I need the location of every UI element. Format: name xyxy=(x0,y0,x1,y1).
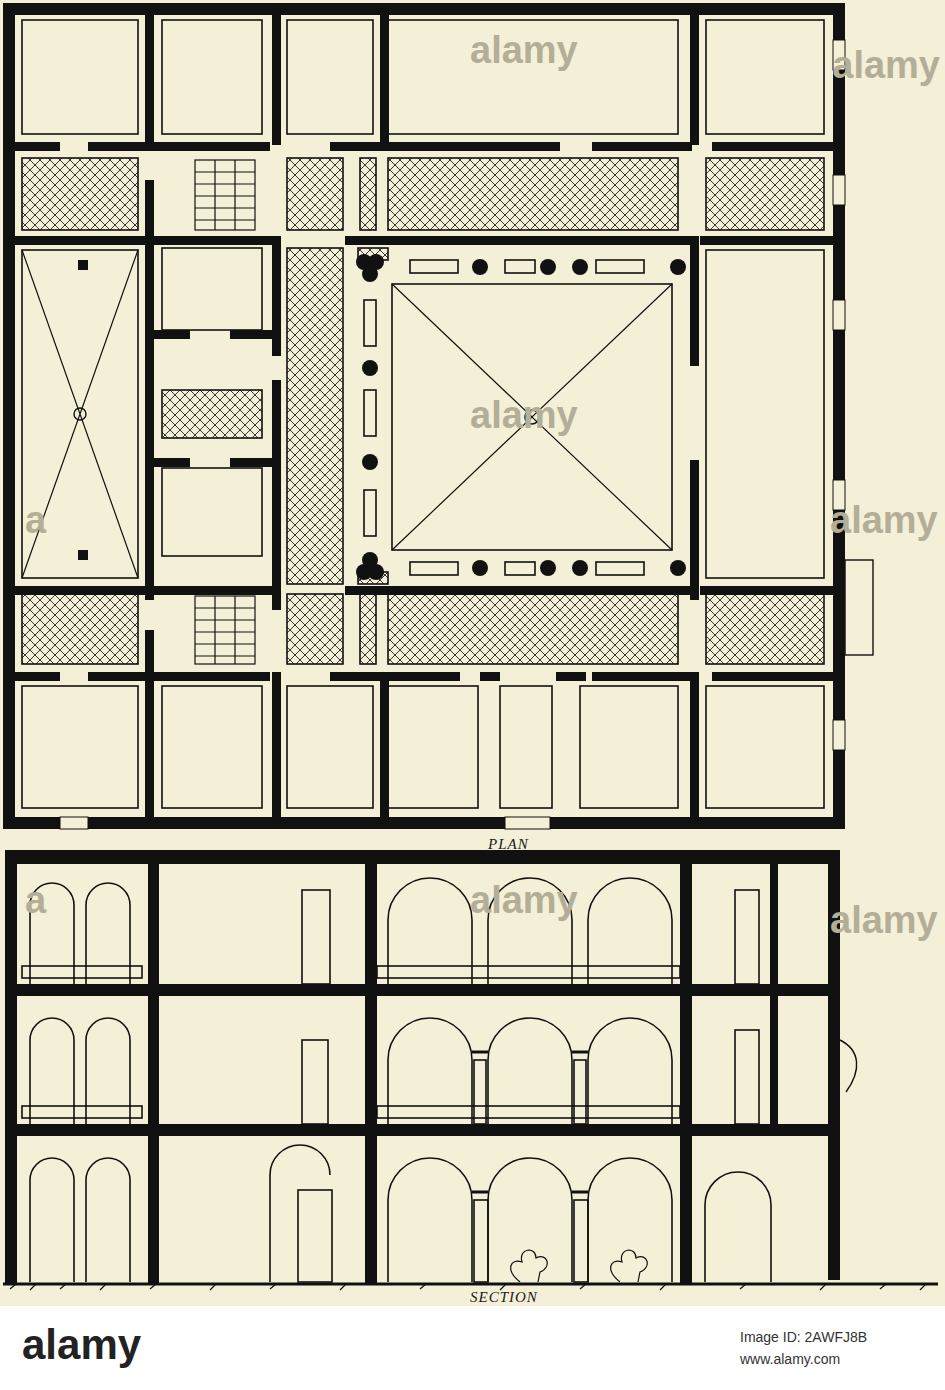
watermark: alamy xyxy=(830,900,938,942)
watermark-url: www.alamy.com xyxy=(740,1352,840,1367)
watermark-logo: alamy xyxy=(22,1322,141,1368)
watermark: alamy xyxy=(470,395,578,437)
view-caption: SECTION xyxy=(470,1289,538,1306)
section-drawing xyxy=(3,850,938,1290)
watermark: a xyxy=(25,500,46,542)
image-id: Image ID: 2AWFJ8B xyxy=(740,1330,867,1345)
watermark: alamy xyxy=(830,500,938,542)
view-caption: PLAN xyxy=(488,836,529,853)
watermark: alamy xyxy=(832,45,940,87)
watermark: alamy xyxy=(470,880,578,922)
watermark: a xyxy=(25,880,46,922)
floor-plan xyxy=(3,3,873,829)
watermark: alamy xyxy=(470,30,578,72)
watermark-strip xyxy=(0,1306,945,1390)
